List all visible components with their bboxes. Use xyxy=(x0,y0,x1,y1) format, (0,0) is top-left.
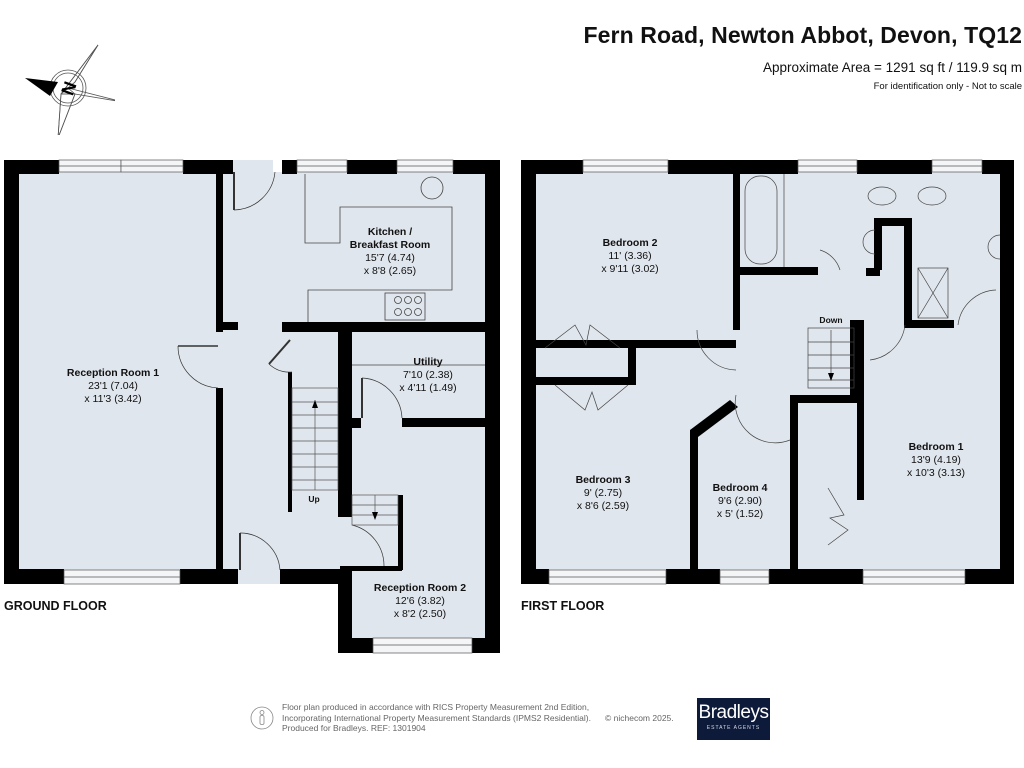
first-floor-label: FIRST FLOOR xyxy=(521,599,605,613)
bradleys-logo: Bradleys ESTATE AGENTS xyxy=(697,698,770,740)
room-label-reception-room-1: Reception Room 1 23'1 (7.04) x 11'3 (3.4… xyxy=(66,367,160,406)
room-label-bedroom-3: Bedroom 3 9' (2.75) x 8'6 (2.59) xyxy=(575,474,631,513)
disclaimer: For identification only - Not to scale xyxy=(873,81,1022,92)
room-label-bedroom-1: Bedroom 1 13'9 (4.19) x 10'3 (3.13) xyxy=(906,441,966,480)
floor-plan-drawing xyxy=(4,159,1014,654)
first-floor-plan xyxy=(521,159,1014,585)
svg-text:N: N xyxy=(57,79,80,98)
footer-line-2: Incorporating International Property Mea… xyxy=(282,712,591,723)
ground-floor-plan xyxy=(4,159,500,654)
property-title: Fern Road, Newton Abbot, Devon, TQ12 xyxy=(583,22,1022,48)
room-label-utility: Utility 7'10 (2.38) x 4'11 (1.49) xyxy=(399,356,457,395)
person-info-icon xyxy=(250,706,274,730)
copyright: © nichecom 2025. xyxy=(605,712,674,723)
footer: Floor plan produced in accordance with R… xyxy=(250,702,674,734)
stairs-up-label: Up xyxy=(308,494,320,504)
ground-floor-label: GROUND FLOOR xyxy=(4,599,107,613)
room-label-kitchen: Kitchen / Breakfast Room 15'7 (4.74) x 8… xyxy=(349,226,431,278)
room-label-bedroom-4: Bedroom 4 9'6 (2.90) x 5' (1.52) xyxy=(712,482,768,521)
logo-subtitle: ESTATE AGENTS xyxy=(706,725,761,731)
room-label-reception-room-2: Reception Room 2 12'6 (3.82) x 8'2 (2.50… xyxy=(373,582,467,621)
footer-line-1: Floor plan produced in accordance with R… xyxy=(282,702,590,712)
compass-north-icon: N xyxy=(25,44,115,135)
room-label-bedroom-2: Bedroom 2 11' (3.36) x 9'11 (3.02) xyxy=(601,237,659,276)
stairs-down-label: Down xyxy=(819,315,843,325)
logo-brand: Bradleys xyxy=(698,702,769,723)
approximate-area: Approximate Area = 1291 sq ft / 119.9 sq… xyxy=(762,60,1022,75)
footer-line-3: Produced for Bradleys. REF: 1301904 xyxy=(282,723,426,734)
